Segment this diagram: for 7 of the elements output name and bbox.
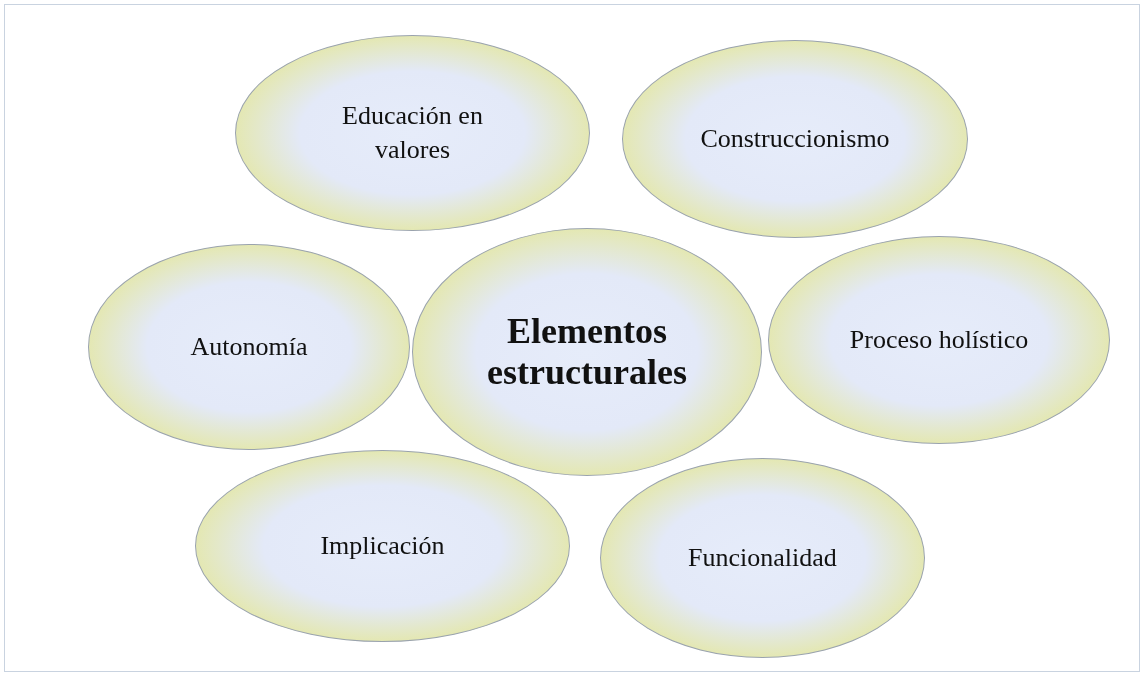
oval-label: Funcionalidad	[688, 542, 837, 575]
central-label: Elementos estructurales	[486, 310, 688, 394]
oval-label: Implicación	[320, 530, 445, 563]
oval-label: Construccionismo	[700, 123, 890, 156]
oval-label: Autonomía	[190, 331, 308, 364]
oval-label: Proceso holístico	[849, 324, 1029, 357]
oval-label: Educación en valores	[341, 100, 484, 166]
